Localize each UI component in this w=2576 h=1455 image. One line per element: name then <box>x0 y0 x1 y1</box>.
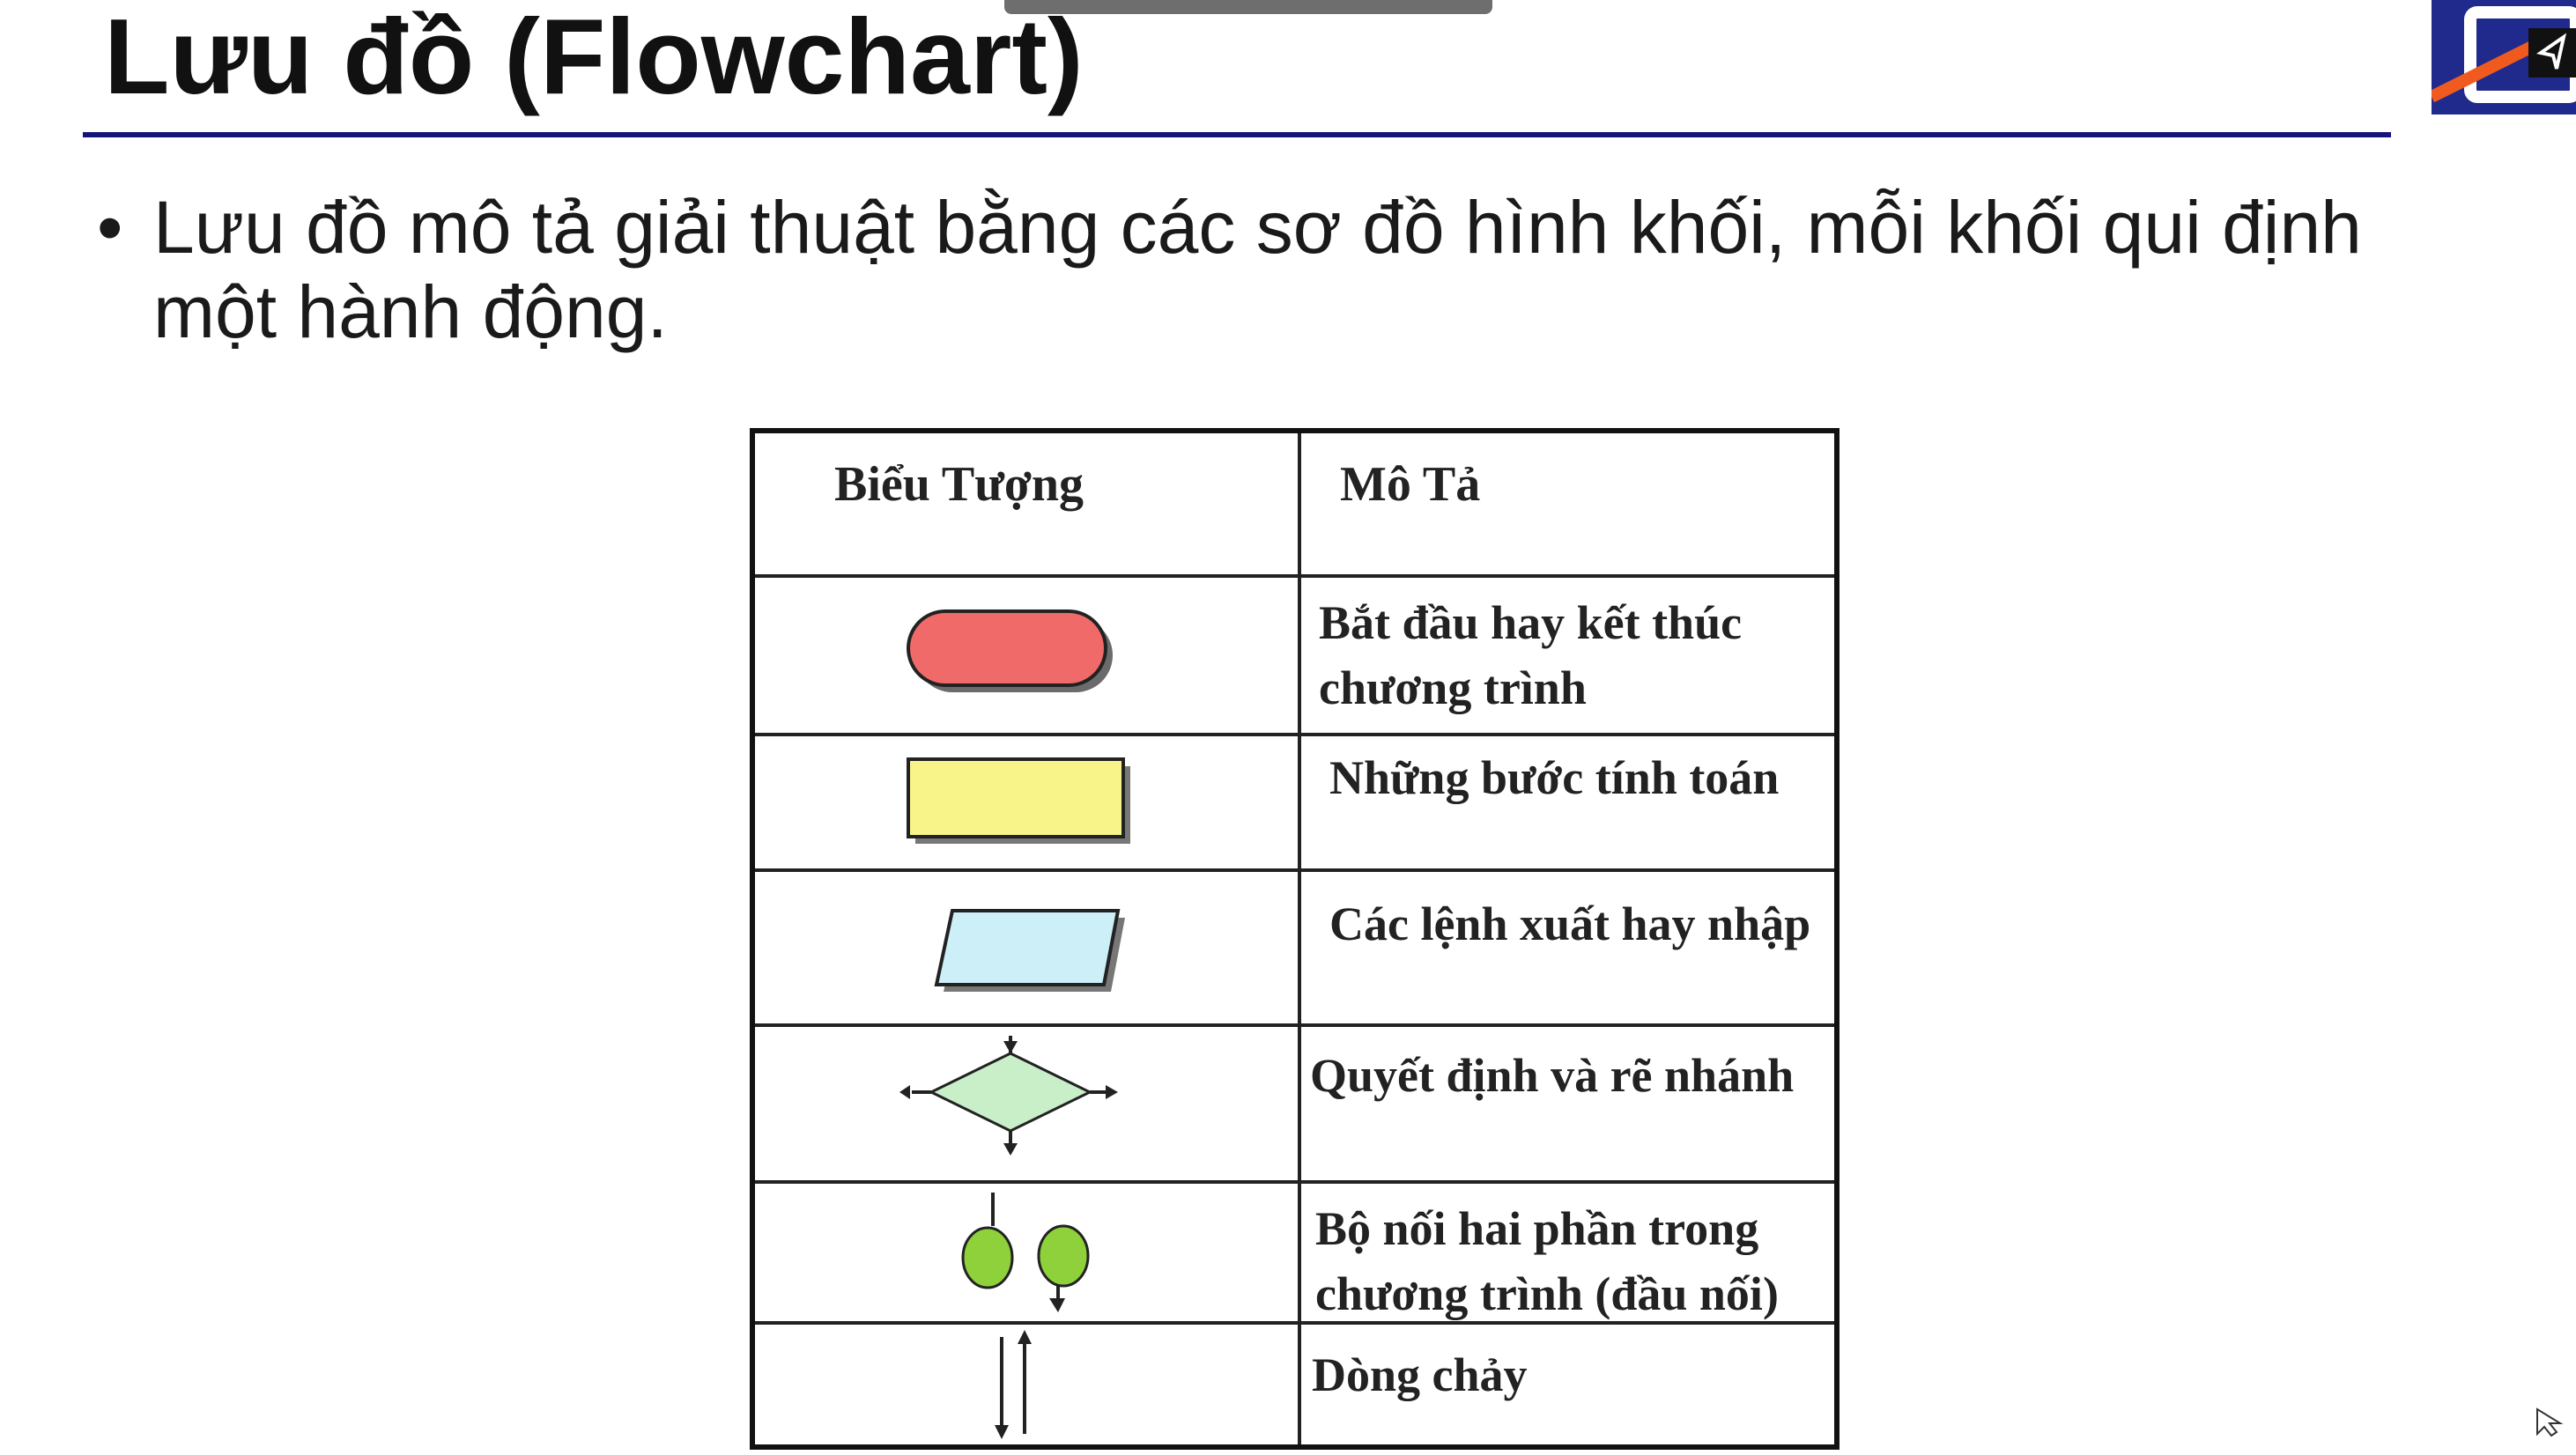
header-symbol: Biểu Tượng <box>834 457 1084 512</box>
io-symbol-icon <box>934 909 1125 992</box>
table-row: Các lệnh xuất hay nhập <box>755 872 1834 1023</box>
row-description: Những bước tính toán <box>1329 751 1780 804</box>
table-row: Quyết định và rẽ nhánh <box>755 1027 1834 1180</box>
slide-title: Lưu đồ (Flowchart) <box>104 0 1084 116</box>
process-symbol-icon <box>907 757 1130 844</box>
connector-symbol-icon <box>961 1193 1090 1312</box>
mouse-cursor-icon <box>2536 1407 2564 1437</box>
row-description: Bộ nối hai phần trong chương trình (đầu … <box>1315 1202 1779 1320</box>
table-row: Bắt đầu hay kết thúc chương trình <box>755 578 1834 733</box>
terminal-symbol-icon <box>907 609 1113 692</box>
bullet-text: Lưu đồ mô tả giải thuật bằng các sơ đồ h… <box>153 186 2362 353</box>
table-row: Bộ nối hai phần trong chương trình (đầu … <box>755 1184 1834 1321</box>
row-description: Các lệnh xuất hay nhập <box>1329 897 1811 950</box>
bullet-item: • Lưu đồ mô tả giải thuật bằng các sơ đồ… <box>97 185 2476 354</box>
row-description: Quyết định và rẽ nhánh <box>1310 1049 1795 1102</box>
corner-logo-icon[interactable] <box>2432 0 2576 114</box>
decision-symbol-icon <box>899 1036 1118 1156</box>
flow-arrows-icon <box>995 1330 1032 1439</box>
header-description: Mô Tả <box>1340 457 1481 512</box>
bullet-marker: • <box>97 186 123 269</box>
row-description: Bắt đầu hay kết thúc chương trình <box>1319 596 1743 714</box>
column-divider <box>1298 433 1301 1444</box>
table-row: Những bước tính toán <box>755 736 1834 868</box>
table-header-row: Biểu Tượng Mô Tả <box>755 433 1834 574</box>
flowchart-symbol-table: Biểu Tượng Mô Tả Bắt đầu hay kết thúc ch… <box>750 428 1839 1450</box>
row-description: Dòng chảy <box>1312 1348 1528 1401</box>
send-icon <box>2536 33 2567 70</box>
table-row: Dòng chảy <box>755 1325 1834 1455</box>
title-underline <box>83 132 2391 137</box>
top-drag-handle[interactable] <box>1004 0 1492 14</box>
